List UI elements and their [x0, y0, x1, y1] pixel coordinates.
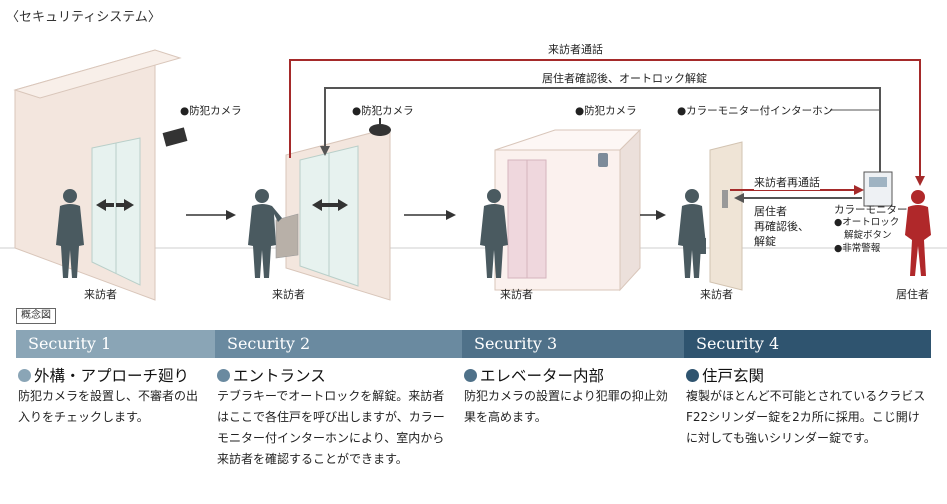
camera-label-3: ●防犯カメラ	[575, 105, 637, 117]
security-band-2: Security 2	[215, 330, 462, 358]
section-2-body: テブラキーでオートロックを解錠。来訪者はここで各住戸を呼び出しますが、カラーモニ…	[217, 389, 445, 466]
security-band-1: Security 1	[16, 330, 215, 358]
resident-figure	[905, 190, 931, 276]
visitor-label-2: 来訪者	[272, 288, 305, 301]
section-4-body: 複製がほとんど不可能とされているクラビスF22シリンダー錠を2カ所に採用。こじ開…	[686, 389, 926, 445]
visitor-figure-1	[56, 189, 84, 278]
elevator-camera	[598, 153, 608, 167]
revisit-call-label: 来訪者再通話	[754, 174, 820, 190]
section-2-bullet-icon	[217, 369, 230, 382]
section-3-heading: エレベーター内部	[464, 364, 604, 386]
scene-elevator	[494, 128, 642, 292]
visitor-call-line	[289, 59, 925, 186]
section-3-body: 防犯カメラの設置により犯罪の抑止効果を高めます。	[464, 389, 668, 424]
confirm-unlock-label: 居住者確認後、オートロック解錠	[542, 72, 707, 85]
page-title: 〈セキュリティシステム〉	[6, 10, 161, 25]
door-arrow-right	[124, 199, 134, 211]
section-2-heading: エントランス	[217, 364, 326, 386]
security-band-3: Security 3	[462, 330, 684, 358]
color-monitor-label: カラーモニター	[834, 204, 908, 216]
section-4-bullet-icon	[686, 369, 699, 382]
reconfirm-unlock-label: 居住者 再確認後、 解錠	[754, 205, 809, 248]
intercom-panel	[275, 213, 299, 259]
camera-label-2: ●防犯カメラ	[352, 105, 414, 117]
building-top	[13, 49, 182, 99]
scene-dwelling	[709, 141, 893, 291]
visitor-label-4: 来訪者	[700, 288, 733, 301]
visitor-figure-3	[480, 189, 508, 278]
reconfirm-unlock-arrow	[734, 193, 862, 203]
visitor-figure-4	[678, 189, 706, 278]
security-band-4: Security 4	[684, 330, 931, 358]
flow-arrow-3	[640, 210, 666, 220]
dwelling-door	[709, 141, 743, 291]
revisit-call-arrow	[730, 185, 864, 195]
visitor-label-3: 来訪者	[500, 288, 533, 301]
flow-arrow-2	[404, 210, 456, 220]
visitor-label-1: 来訪者	[84, 288, 117, 301]
camera-label-1: ●防犯カメラ	[180, 105, 242, 117]
resident-label: 居住者	[896, 288, 929, 301]
concept-diagram-tag: 概念図	[16, 308, 56, 324]
section-4-heading: 住戸玄関	[686, 364, 764, 386]
section-1-heading: 外構・アプローチ廻り	[18, 364, 189, 386]
visitor-call-label: 来訪者通話	[548, 43, 603, 56]
scene-approach	[13, 49, 188, 301]
section-3-bullet-icon	[464, 369, 477, 382]
section-1-body: 防犯カメラを設置し、不審者の出入りをチェックします。	[18, 389, 199, 424]
wall-camera	[162, 127, 188, 147]
intercom-label: ●カラーモニター付インターホン	[677, 105, 834, 117]
confirm-unlock-line	[320, 87, 881, 172]
visitor-figure-2	[248, 189, 282, 278]
section-1-bullet-icon	[18, 369, 31, 382]
flow-arrow-1	[186, 210, 236, 220]
door-arrow-left	[96, 199, 106, 211]
monitor-items: ●オートロック 解錠ボタン ●非常警報	[834, 217, 900, 254]
scene-entrance	[275, 118, 391, 301]
ceiling-camera	[369, 124, 391, 136]
